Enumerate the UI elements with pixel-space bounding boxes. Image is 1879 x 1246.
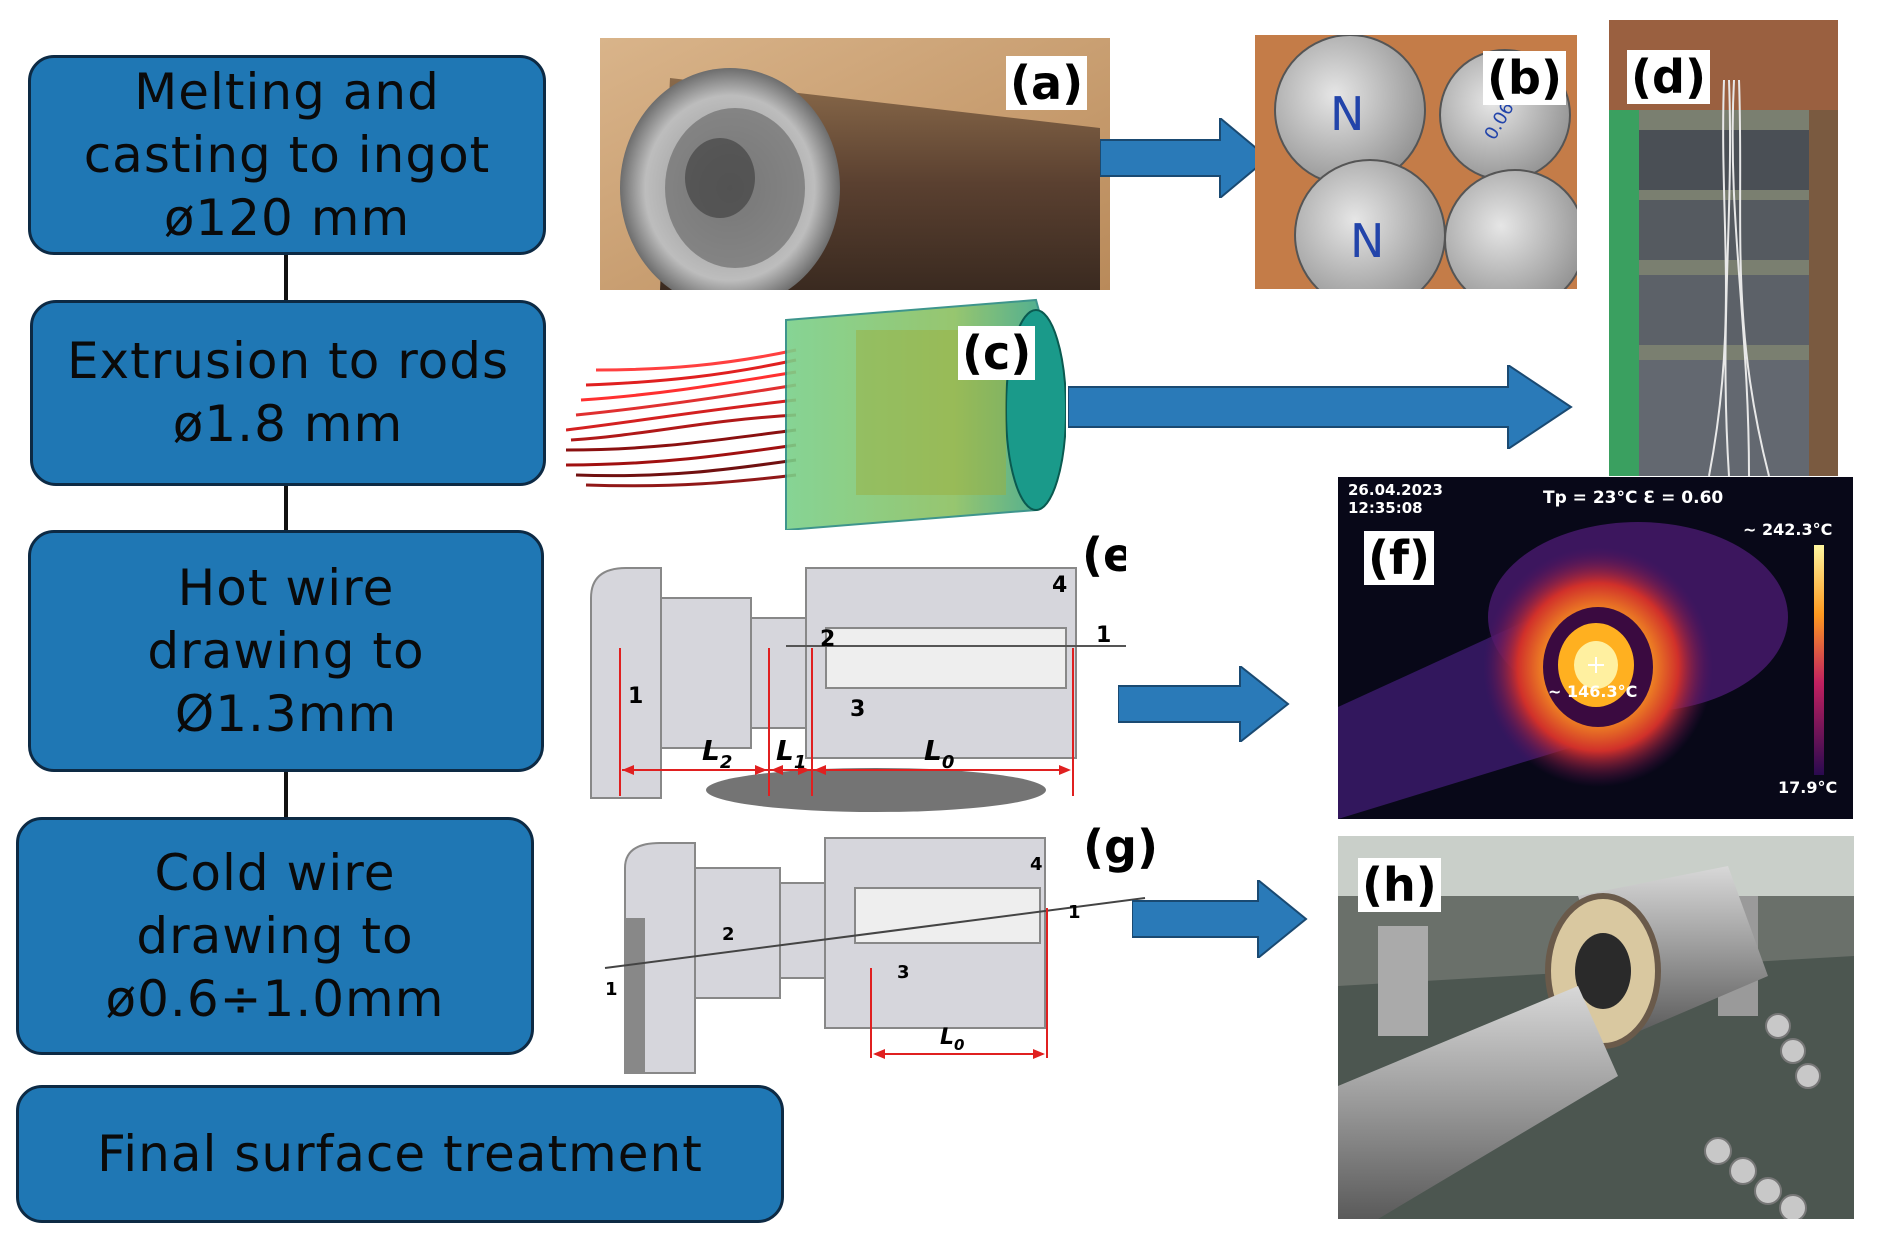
panel-h-rig-photo: (h): [1338, 836, 1854, 1219]
connector-2: [284, 486, 288, 531]
panel-a-ingot-photo: (a): [600, 38, 1110, 290]
thermal-params: Tp = 23°C Ɛ = 0.60: [1543, 488, 1723, 508]
dim-e-L2: L2: [702, 734, 732, 773]
dim-g-L0: L0: [940, 1025, 964, 1054]
dim-e-L0: L0: [924, 734, 954, 773]
mark-1: N: [1330, 87, 1364, 141]
panel-b-label: (b): [1483, 51, 1566, 105]
panel-d-label: (d): [1627, 50, 1710, 104]
step-cold-drawing: Cold wire drawing to ø0.6÷1.0mm: [16, 817, 534, 1055]
mark-3: N: [1350, 214, 1384, 268]
cylinders-illustration: N 0.06 N: [1255, 35, 1577, 289]
connector-1: [284, 255, 288, 300]
label-g-2: 2: [722, 924, 735, 945]
label-g-1b: 1: [1068, 902, 1081, 923]
step-melting-casting: Melting and casting to ingot ø120 mm: [28, 55, 546, 255]
panel-e-hot-drawing-drawing: 1 2 3 4 1 L2 L1 L0 (e): [566, 528, 1126, 818]
label-g-3: 3: [897, 962, 910, 983]
panel-g-cold-drawing-drawing: 1 2 3 4 1 L0 (g): [585, 818, 1160, 1078]
step-final-surface: Final surface treatment: [16, 1085, 784, 1223]
panel-f-thermal-image: 26.04.2023 12:35:08 Tp = 23°C Ɛ = 0.60 ~…: [1338, 477, 1853, 819]
connector-3: [284, 772, 288, 817]
label-e-4: 4: [1052, 573, 1067, 598]
panel-c-extrusion-render: (c): [566, 290, 1066, 530]
step-extrusion: Extrusion to rods ø1.8 mm: [30, 300, 546, 486]
label-e-2: 2: [820, 627, 835, 652]
hot-drawing-section-illustration: 1 2 3 4 1 L2 L1 L0: [590, 567, 1126, 812]
thermal-min: 17.9°C: [1778, 778, 1837, 797]
thermal-illustration: 26.04.2023 12:35:08 Tp = 23°C Ɛ = 0.60 ~…: [1338, 477, 1853, 819]
step-hot-drawing: Hot wire drawing to Ø1.3mm: [28, 530, 544, 772]
label-e-1b: 1: [1096, 623, 1111, 648]
thermal-time: 12:35:08: [1348, 499, 1423, 517]
panel-d-wire-line-photo: (d): [1609, 20, 1838, 476]
panel-a-label: (a): [1006, 56, 1088, 110]
thermal-max: ~ 242.3°C: [1743, 520, 1832, 539]
label-e-3: 3: [850, 697, 865, 722]
thermal-date: 26.04.2023: [1348, 481, 1443, 499]
panel-f-label: (f): [1364, 531, 1435, 585]
arrow-a-to-b: [1100, 118, 1270, 198]
panel-g-label: (g): [1079, 820, 1160, 874]
label-g-4: 4: [1030, 854, 1043, 875]
panel-e-label: (e): [1078, 528, 1126, 582]
panel-h-label: (h): [1358, 858, 1441, 912]
dim-e-L1: L1: [776, 734, 806, 773]
label-e-1a: 1: [628, 684, 643, 709]
arrow-c-to-d: [1068, 365, 1573, 449]
label-g-1a: 1: [605, 979, 618, 1000]
cold-drawing-section-illustration: 1 2 3 4 1 L0: [604, 837, 1146, 1074]
arrow-g-to-h: [1132, 880, 1308, 958]
thermal-spot: ~ 146.3°C: [1548, 682, 1637, 701]
arrow-e-to-f: [1118, 666, 1290, 742]
panel-c-label: (c): [958, 326, 1036, 380]
panel-b-cylinders-photo: N 0.06 N (b): [1255, 35, 1577, 289]
